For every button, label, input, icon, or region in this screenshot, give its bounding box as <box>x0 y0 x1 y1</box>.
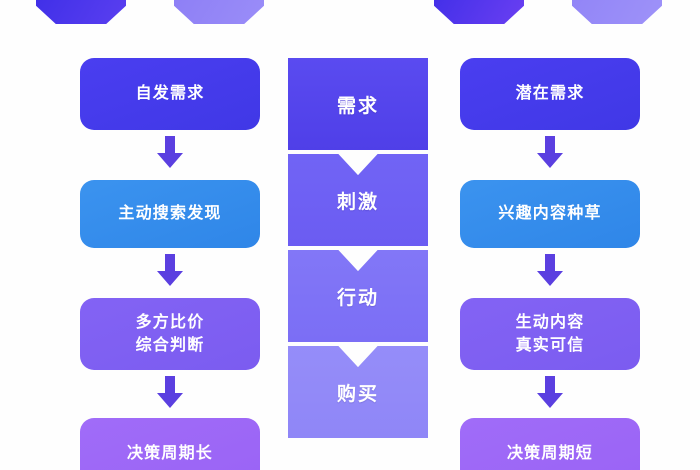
stage-label: 行动 <box>336 287 379 309</box>
node-interest-content-seeding[interactable]: 兴趣内容种草 <box>460 180 640 248</box>
node-vivid-authentic-content[interactable]: 生动内容 真实可信 <box>460 298 640 370</box>
node-multi-party-price-comparison[interactable]: 多方比价 综合判断 <box>80 298 260 370</box>
stage-label: 刺激 <box>336 191 379 213</box>
top-badge-1-fill <box>36 0 126 24</box>
top-badge-3[interactable] <box>434 0 524 24</box>
arrow-right-3 <box>537 376 563 408</box>
node-label-line1: 生动内容 <box>515 313 585 331</box>
node-spontaneous-demand[interactable]: 自发需求 <box>80 58 260 130</box>
top-badge-1[interactable] <box>36 0 126 24</box>
node-label: 潜在需求 <box>515 85 585 103</box>
node-label-line2: 真实可信 <box>515 337 585 354</box>
node-label: 决策周期长 <box>126 445 213 463</box>
top-badge-2[interactable] <box>174 0 264 24</box>
node-label: 决策周期短 <box>506 445 593 463</box>
top-badge-4-fill <box>572 0 662 24</box>
stage-stimulus[interactable]: 刺激 <box>288 154 428 246</box>
node-label: 兴趣内容种草 <box>498 205 602 223</box>
down-arrow-icon <box>157 376 183 408</box>
stage-purchase[interactable]: 购买 <box>288 346 428 438</box>
arrow-right-1 <box>537 136 563 168</box>
down-arrow-icon <box>537 136 563 168</box>
arrow-left-1 <box>157 136 183 168</box>
node-short-decision-cycle[interactable]: 决策周期短 <box>460 418 640 470</box>
stage-action[interactable]: 行动 <box>288 250 428 342</box>
stage-label: 需求 <box>336 95 379 117</box>
top-badge-3-fill <box>434 0 524 24</box>
node-active-search-discovery[interactable]: 主动搜索发现 <box>80 180 260 248</box>
down-arrow-icon <box>157 254 183 286</box>
node-label-line2: 综合判断 <box>135 337 205 354</box>
top-badge-2-fill <box>174 0 264 24</box>
arrow-right-2 <box>537 254 563 286</box>
node-label: 主动搜索发现 <box>118 205 222 223</box>
arrow-left-2 <box>157 254 183 286</box>
node-long-decision-cycle[interactable]: 决策周期长 <box>80 418 260 470</box>
stage-label: 购买 <box>336 383 379 405</box>
arrow-left-3 <box>157 376 183 408</box>
node-label-line1: 多方比价 <box>135 313 205 331</box>
top-badge-row <box>0 0 700 24</box>
top-badge-4[interactable] <box>572 0 662 24</box>
node-latent-demand[interactable]: 潜在需求 <box>460 58 640 130</box>
down-arrow-icon <box>537 376 563 408</box>
down-arrow-icon <box>537 254 563 286</box>
stage-demand[interactable]: 需求 <box>288 58 428 150</box>
node-label: 自发需求 <box>135 85 205 103</box>
down-arrow-icon <box>157 136 183 168</box>
